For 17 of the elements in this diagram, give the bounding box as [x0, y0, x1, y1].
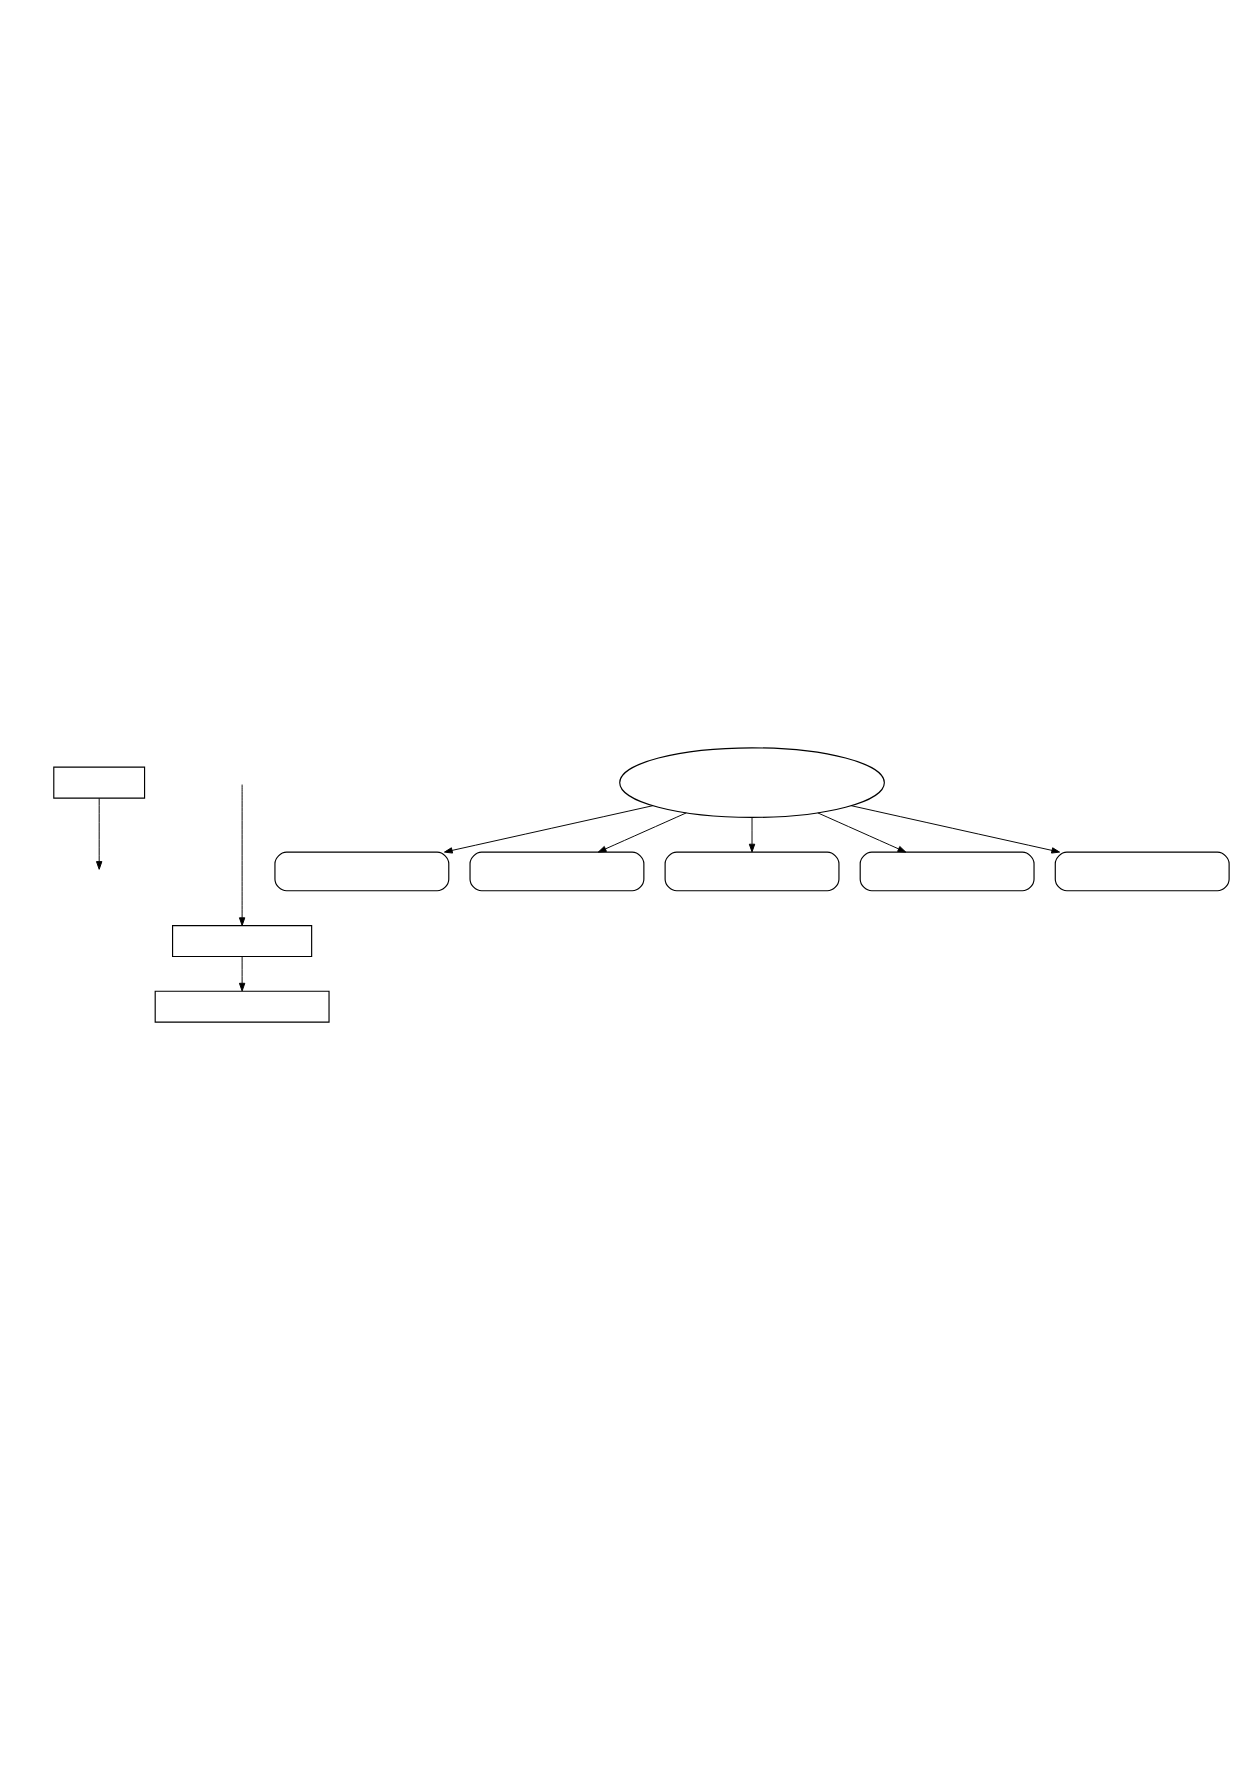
node-box	[53, 765, 146, 798]
node-box	[172, 923, 313, 957]
arrow	[444, 804, 654, 853]
arrow	[238, 783, 246, 925]
arrow	[850, 804, 1061, 853]
node-box	[469, 850, 645, 891]
node-box	[664, 850, 840, 891]
node-ellipse	[619, 746, 885, 817]
node-box	[859, 850, 1035, 891]
arrow	[238, 955, 246, 991]
arrow	[597, 811, 687, 852]
node-box	[154, 989, 330, 1022]
node-box	[274, 850, 450, 891]
node-box	[1054, 850, 1230, 891]
arrow	[748, 815, 756, 852]
arrow	[817, 811, 907, 852]
arrow	[96, 796, 103, 869]
